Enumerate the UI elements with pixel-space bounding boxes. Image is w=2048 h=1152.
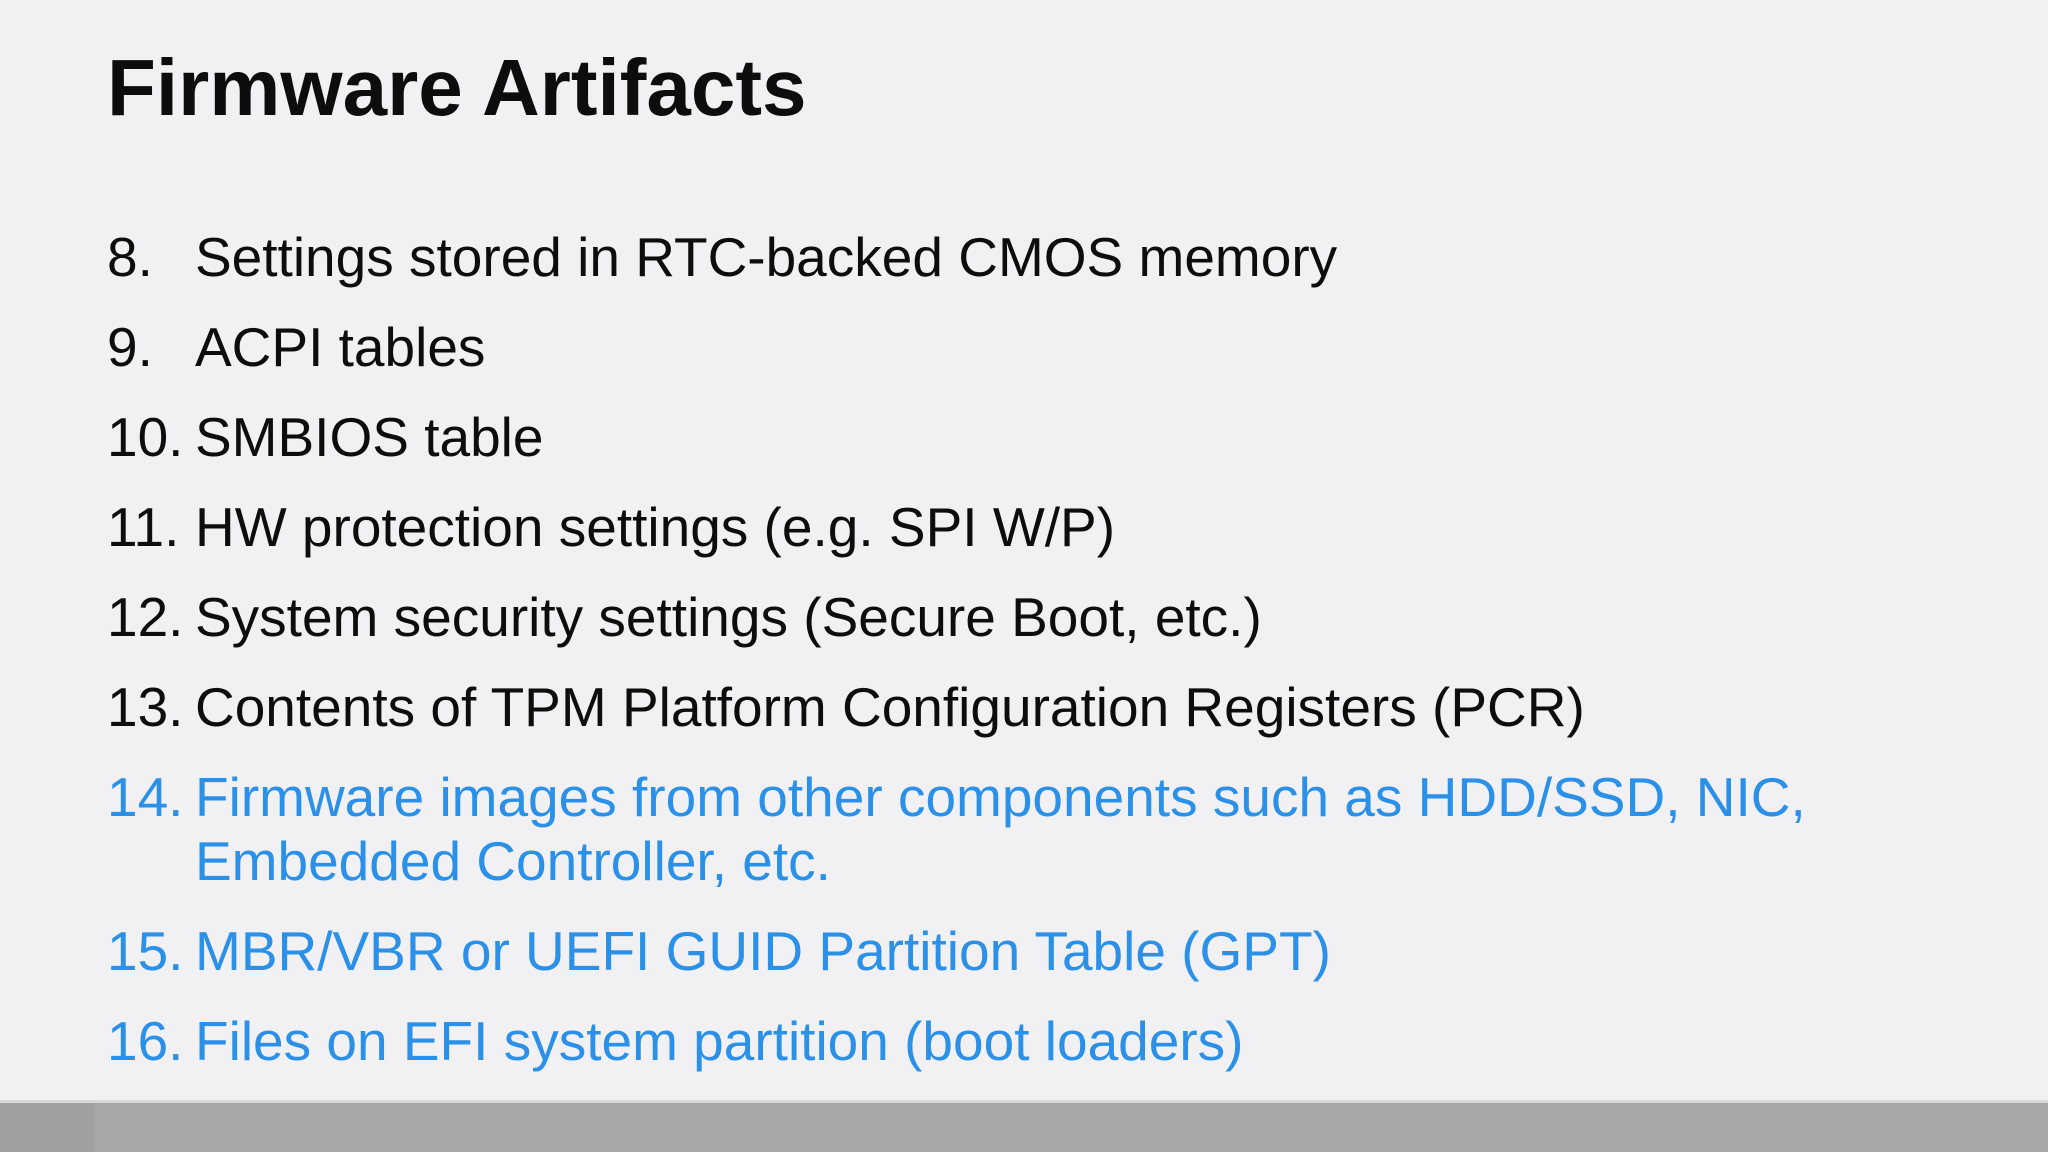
item-text: Firmware images from other components su… (195, 766, 1806, 892)
item-text: Settings stored in RTC-backed CMOS memor… (195, 226, 1338, 288)
item-number: 14. (107, 766, 184, 828)
item-number: 16. (107, 1010, 184, 1072)
item-text: Files on EFI system partition (boot load… (195, 1010, 1244, 1072)
item-text: Contents of TPM Platform Configuration R… (195, 676, 1585, 738)
item-number: 8. (107, 226, 153, 288)
item-text: ACPI tables (195, 316, 486, 378)
item-number: 13. (107, 676, 184, 738)
item-text: HW protection settings (e.g. SPI W/P) (195, 496, 1116, 558)
item-number: 10. (107, 406, 184, 468)
footer-bar (0, 1100, 2048, 1152)
list-item: 16. Files on EFI system partition (boot … (107, 1009, 1935, 1073)
list-item: 12. System security settings (Secure Boo… (107, 585, 1935, 649)
item-number: 12. (107, 586, 184, 648)
list-item: 15. MBR/VBR or UEFI GUID Partition Table… (107, 919, 1935, 983)
item-text: MBR/VBR or UEFI GUID Partition Table (GP… (195, 920, 1331, 982)
item-text: SMBIOS table (195, 406, 544, 468)
list-item: 10. SMBIOS table (107, 405, 1935, 469)
item-number: 9. (107, 316, 153, 378)
item-number: 15. (107, 920, 184, 982)
list-item: 13. Contents of TPM Platform Configurati… (107, 675, 1935, 739)
list-item: 11. HW protection settings (e.g. SPI W/P… (107, 495, 1935, 559)
item-text: System security settings (Secure Boot, e… (195, 586, 1262, 648)
list-item: 14. Firmware images from other component… (107, 765, 1935, 893)
list-item: 9. ACPI tables (107, 315, 1935, 379)
footer-bar-played-segment (0, 1103, 95, 1152)
list-item: 8. Settings stored in RTC-backed CMOS me… (107, 225, 1935, 289)
artifact-list: 8. Settings stored in RTC-backed CMOS me… (107, 225, 1935, 1099)
item-number: 11. (107, 496, 180, 558)
slide-title: Firmware Artifacts (107, 43, 807, 132)
